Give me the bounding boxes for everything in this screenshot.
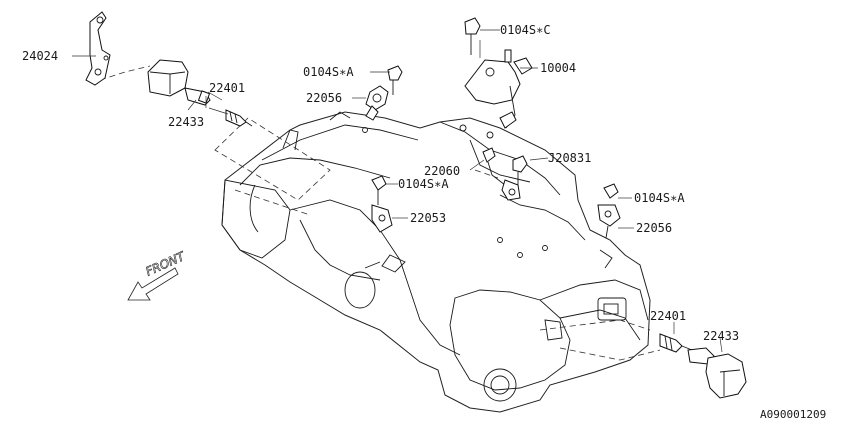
spark-plug-top-part — [225, 109, 253, 127]
label-22433-bottom: 22433 — [703, 329, 739, 343]
label-22056-top: 22056 — [306, 91, 342, 105]
diagram-id: A090001209 — [760, 408, 826, 421]
label-22401-bottom: 22401 — [650, 309, 686, 323]
sensor-top-part — [365, 85, 389, 121]
label-22060: 22060 — [424, 164, 460, 178]
sensor-right-part — [597, 183, 621, 239]
ignition-coil-top-part — [147, 59, 211, 106]
front-arrow: FRONT — [127, 248, 188, 301]
part-labels: 24024 22401 22433 0104S∗A 22056 0104S∗C … — [22, 23, 826, 421]
ignition-coil-bottom-part — [687, 347, 747, 399]
sensor-22053-part — [371, 175, 393, 233]
label-0104s-c: 0104S∗C — [500, 23, 551, 37]
bolt-top-part — [387, 65, 403, 95]
spark-plug-bottom-part — [659, 333, 693, 353]
bolt-c-part — [464, 17, 481, 55]
label-10004: 10004 — [540, 61, 576, 75]
label-24024: 24024 — [22, 49, 58, 63]
label-22433-top: 22433 — [168, 115, 204, 129]
engine-block — [221, 111, 651, 413]
label-22401-top: 22401 — [209, 81, 245, 95]
label-0104s-a-right: 0104S∗A — [634, 191, 685, 205]
leader-lines — [72, 29, 723, 353]
bracket-10004-part — [464, 49, 533, 129]
label-22056-right: 22056 — [636, 221, 672, 235]
sensor-22060-part — [482, 147, 521, 201]
label-22053: 22053 — [410, 211, 446, 225]
label-0104s-a-mid: 0104S∗A — [398, 177, 449, 191]
bracket-24024-part — [85, 11, 111, 86]
label-0104s-a-top: 0104S∗A — [303, 65, 354, 79]
label-j20831: J20831 — [548, 151, 591, 165]
bolt-j20831-part — [512, 155, 528, 185]
